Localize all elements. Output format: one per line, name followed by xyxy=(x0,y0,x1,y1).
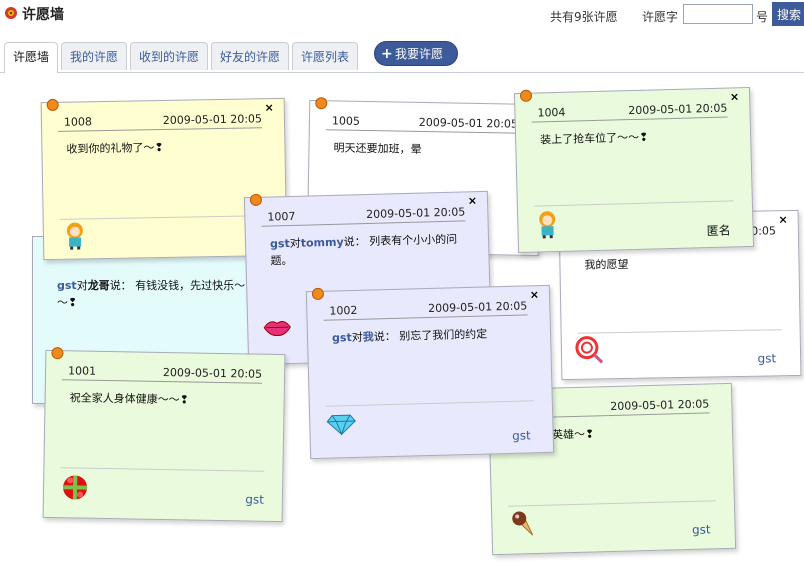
wish-note[interactable]: 2009-05-01 20:05 英雄～❢ gst xyxy=(487,382,737,556)
wish-said: 说： xyxy=(343,235,366,249)
note-header: 2009-05-01 20:05 xyxy=(549,396,710,418)
note-header: 1001 2009-05-01 20:05 xyxy=(61,363,263,384)
wish-date: 2009-05-01 20:05 xyxy=(162,365,263,381)
page-title: 许愿墙 xyxy=(22,7,64,23)
pin-icon xyxy=(249,193,263,207)
wish-note[interactable]: 1001 2009-05-01 20:05 祝全家人身体健康～～❢ gst xyxy=(42,347,286,523)
tab-wish-list[interactable]: 许愿列表 xyxy=(292,42,358,70)
wish-sender[interactable]: gst xyxy=(57,279,77,292)
close-icon[interactable]: × xyxy=(729,90,740,104)
note-divider xyxy=(533,200,734,207)
flower-logo-icon xyxy=(5,7,17,19)
lips-icon xyxy=(263,320,291,337)
wish-text: 有钱没钱，先过快乐～～❢ xyxy=(57,279,246,309)
wish-date: 2009-05-01 20:05 xyxy=(418,115,519,131)
pin-icon xyxy=(46,98,59,112)
tab-received-wishes[interactable]: 收到的许愿 xyxy=(130,42,208,70)
wish-to-prefix: 对 xyxy=(351,330,363,345)
wish-said: 说： xyxy=(109,279,132,292)
icecream-icon xyxy=(512,511,534,536)
close-icon[interactable]: × xyxy=(467,194,478,208)
wish-message: gst对tommy说： 列表有个小小的问题。 xyxy=(270,230,475,269)
wish-note[interactable]: × 1007 2009-05-01 20:05 gst对tommy说： 列表有个… xyxy=(243,190,493,366)
wish-number-unit: 号 xyxy=(756,10,769,24)
wish-said: 说： xyxy=(373,329,396,344)
wish-message: 收到你的礼物了～❢ xyxy=(66,141,164,156)
wish-message: 英雄～❢ xyxy=(551,427,595,442)
pin-icon xyxy=(311,287,325,301)
wish-recipient[interactable]: 龙哥 xyxy=(87,279,110,292)
wish-sender[interactable]: gst xyxy=(331,331,352,345)
wish-date: 2009-05-01 20:05 xyxy=(366,205,466,222)
note-header: 1004 2009-05-01 20:05 xyxy=(531,100,728,123)
tab-wish-wall[interactable]: 许愿墙 xyxy=(4,42,58,73)
gift-icon xyxy=(63,475,88,500)
wish-message: 装上了抢车位了～～❢ xyxy=(540,130,649,147)
pin-icon xyxy=(51,347,64,360)
wish-date: 2009-05-01 20:05 xyxy=(162,112,263,128)
note-divider xyxy=(59,215,268,220)
doll-icon xyxy=(66,222,83,250)
note-header: 1008 2009-05-01 20:05 xyxy=(57,111,263,132)
wish-id: 1008 xyxy=(63,115,93,129)
wish-signature: 匿名 xyxy=(706,223,731,239)
make-wish-button[interactable]: + 我要许愿 xyxy=(374,41,458,66)
wish-message: 祝全家人身体健康～～❢ xyxy=(69,391,189,407)
wish-signature: gst xyxy=(691,522,711,537)
wish-message: 我的愿望 xyxy=(584,257,629,272)
wish-note[interactable]: × 1008 2009-05-01 20:05 收到你的礼物了～❢ adm xyxy=(40,97,288,261)
wish-to-prefix: 对 xyxy=(289,236,301,251)
wish-text: 别忘了我们的约定 xyxy=(399,327,488,343)
wish-message: 明天还要加班，晕 xyxy=(333,141,422,156)
wish-id: 1001 xyxy=(68,364,97,378)
make-wish-label: 我要许愿 xyxy=(395,47,444,61)
close-icon[interactable]: × xyxy=(264,101,274,115)
tab-my-wishes[interactable]: 我的许愿 xyxy=(61,42,127,70)
note-divider xyxy=(325,400,534,407)
wish-id: 1002 xyxy=(329,303,358,318)
wish-number-input[interactable] xyxy=(683,4,753,24)
wish-message: gst对我说： 别忘了我们的约定 xyxy=(332,324,536,346)
pin-icon xyxy=(315,97,328,110)
wish-date: 2009-05-01 20:05 xyxy=(628,101,728,118)
wish-note[interactable]: × 1002 2009-05-01 20:05 gst对我说： 别忘了我们的约定… xyxy=(305,284,555,460)
note-divider xyxy=(507,500,716,507)
tab-friend-wishes[interactable]: 好友的许愿 xyxy=(211,42,289,70)
wish-to-prefix: 对 xyxy=(76,279,88,292)
wish-date: 2009-05-01 20:05 xyxy=(610,397,710,414)
wish-message: gst对龙哥说： 有钱没钱，先过快乐～～❢ xyxy=(57,277,253,311)
wish-id: 1005 xyxy=(331,114,361,128)
page-header: 许愿墙 共有9张许愿 许愿字 号 搜索 xyxy=(0,0,804,34)
close-icon[interactable]: × xyxy=(778,213,788,227)
wish-signature: gst xyxy=(757,351,777,366)
note-divider xyxy=(577,329,782,334)
wish-sender[interactable]: gst xyxy=(269,237,290,251)
wish-id: 1004 xyxy=(537,105,566,120)
plus-icon: + xyxy=(381,46,393,62)
wish-signature: gst xyxy=(245,492,265,507)
note-header: 1007 2009-05-01 20:05 xyxy=(261,204,466,227)
note-divider xyxy=(60,467,265,472)
wish-recipient[interactable]: 我 xyxy=(362,330,374,344)
lollipop-icon xyxy=(575,336,604,364)
close-icon[interactable]: × xyxy=(529,288,540,302)
doll-icon xyxy=(539,211,556,239)
wish-id: 1007 xyxy=(267,209,296,224)
wish-note[interactable]: × 2009-05-01 20:05 我的愿望 gst xyxy=(558,209,802,381)
search-button[interactable]: 搜索 xyxy=(772,2,804,26)
wish-date: 2009-05-01 20:05 xyxy=(428,299,528,316)
wish-count: 共有9张许愿 xyxy=(550,10,618,24)
diamond-icon xyxy=(326,414,356,436)
note-header: 1005 2009-05-01 20:05 xyxy=(325,113,519,134)
wish-number-label: 许愿字 xyxy=(642,10,679,24)
note-header: 1002 2009-05-01 20:05 xyxy=(323,298,528,321)
tab-bar: 许愿墙 我的许愿 收到的许愿 好友的许愿 许愿列表 xyxy=(0,40,804,73)
wish-note[interactable]: × 1004 2009-05-01 20:05 装上了抢车位了～～❢ 匿名 xyxy=(513,86,755,254)
wish-signature: gst xyxy=(511,428,531,443)
wish-recipient[interactable]: tommy xyxy=(300,235,344,250)
pin-icon xyxy=(519,89,533,102)
